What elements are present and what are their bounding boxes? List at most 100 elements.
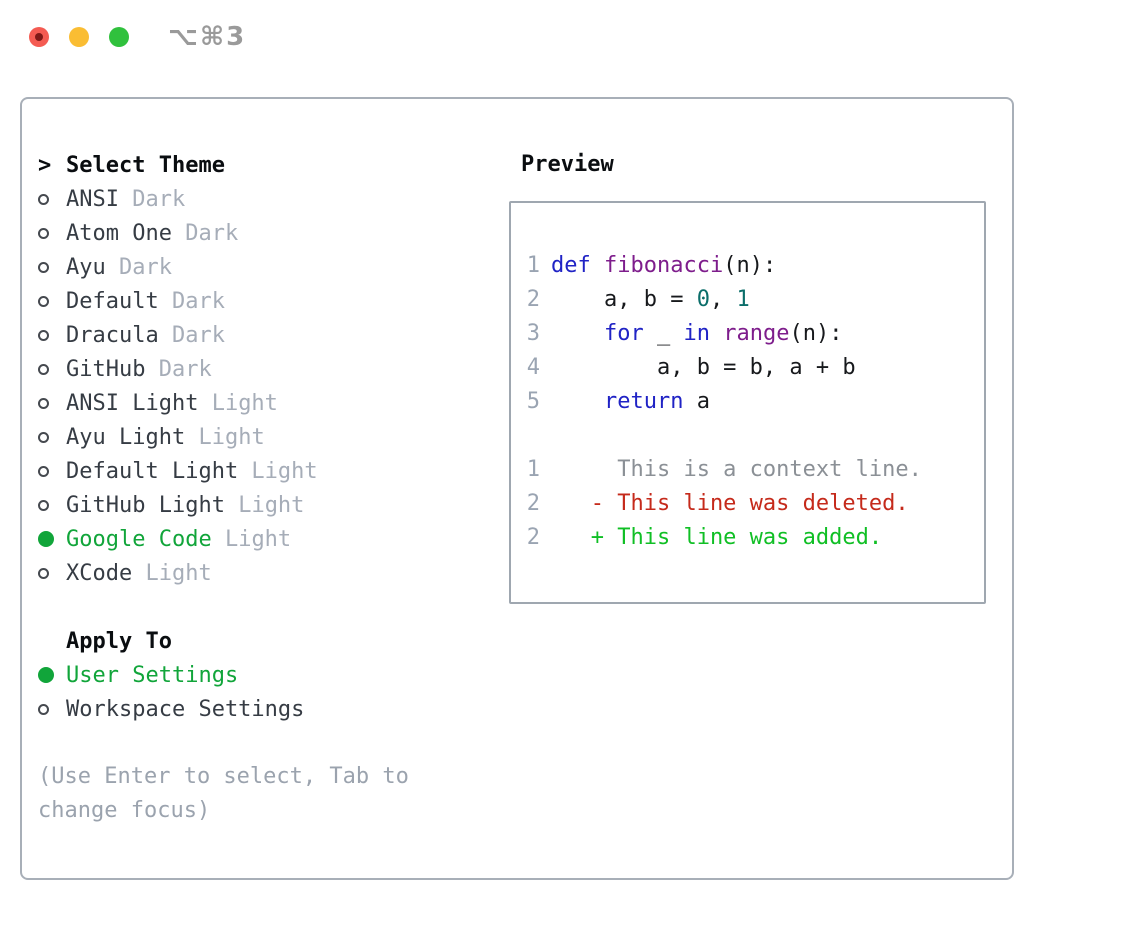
preview-title: Preview — [521, 152, 614, 177]
line-number: 3 — [526, 321, 540, 346]
token-plain: (n): — [723, 253, 777, 278]
line-number: 2 — [526, 491, 540, 516]
option-variant-label: Light — [224, 492, 305, 518]
theme-option-default[interactable]: Default Dark — [38, 284, 498, 318]
option-label: Ayu Light — [66, 424, 186, 450]
token-plain — [551, 389, 604, 414]
line-number: 4 — [526, 355, 540, 380]
apply-option-user-settings[interactable]: User Settings — [38, 658, 498, 692]
apply-to-title: Apply To — [66, 628, 172, 654]
theme-list-header: > Select Theme — [38, 148, 498, 182]
radio-icon — [38, 465, 66, 477]
token-plain: (n): — [789, 321, 843, 346]
token-function: fibonacci — [603, 253, 724, 278]
line-number — [526, 419, 540, 453]
record-dot-icon — [35, 33, 43, 41]
code-line: 1 This is a context line. — [526, 453, 984, 487]
radio-icon — [38, 329, 66, 341]
option-variant-label: Light — [132, 560, 212, 586]
line-number: 5 — [526, 389, 540, 414]
radio-icon — [38, 295, 66, 307]
token-deleted: - This line was deleted. — [551, 491, 909, 516]
option-label: Default — [66, 288, 159, 314]
token-keyword: in — [683, 321, 710, 346]
code-text: + This line was added. — [551, 521, 882, 555]
code-text: return a — [551, 385, 710, 419]
option-variant-label: Dark — [118, 186, 186, 212]
option-label: Default Light — [66, 458, 239, 484]
option-label: Ayu — [66, 254, 106, 280]
token-plain: , — [709, 287, 737, 312]
option-variant-label: Dark — [158, 288, 225, 314]
code-text: def fibonacci(n): — [551, 249, 776, 283]
code-line — [526, 419, 984, 453]
radio-icon — [38, 499, 66, 511]
traffic-lights — [29, 27, 129, 47]
window-title: ⌥⌘3 — [168, 22, 247, 52]
token-number: 1 — [736, 287, 750, 312]
option-variant-label: Dark — [145, 356, 212, 382]
line-number: 1 — [526, 253, 540, 278]
theme-option-ansi[interactable]: ANSI Dark — [38, 182, 498, 216]
theme-option-default-light[interactable]: Default Light Light — [38, 454, 498, 488]
option-label: ANSI Light — [66, 390, 199, 416]
option-label: Atom One — [66, 220, 172, 246]
code-text: a, b = b, a + b — [551, 351, 856, 385]
radio-icon — [38, 431, 66, 443]
code-line: 2 + This line was added. — [526, 521, 984, 555]
token-context: This is a context line. — [551, 457, 922, 482]
theme-option-ayu[interactable]: Ayu Dark — [38, 250, 498, 284]
spacer — [38, 726, 498, 760]
token-plain: a — [683, 389, 710, 414]
close-window-button[interactable] — [29, 27, 49, 47]
option-label: GitHub — [66, 356, 146, 382]
option-label: GitHub Light — [66, 492, 225, 518]
code-text: for _ in range(n): — [551, 317, 842, 351]
code-line: 5 return a — [526, 385, 984, 419]
theme-option-github[interactable]: GitHub Dark — [38, 352, 498, 386]
code-line: 4 a, b = b, a + b — [526, 351, 984, 385]
zoom-window-button[interactable] — [109, 27, 129, 47]
line-number: 2 — [526, 525, 540, 550]
theme-option-google-code[interactable]: Google Code Light — [38, 522, 498, 556]
theme-option-xcode[interactable]: XCode Light — [38, 556, 498, 590]
option-label: ANSI — [66, 186, 119, 212]
theme-option-ayu-light[interactable]: Ayu Light Light — [38, 420, 498, 454]
radio-icon — [38, 703, 66, 715]
radio-icon — [38, 397, 66, 409]
theme-option-dracula[interactable]: Dracula Dark — [38, 318, 498, 352]
theme-option-atom-one[interactable]: Atom One Dark — [38, 216, 498, 250]
theme-option-github-light[interactable]: GitHub Light Light — [38, 488, 498, 522]
token-plain: a, b = b, a + b — [551, 355, 856, 380]
option-label: Dracula — [66, 322, 159, 348]
radio-icon — [38, 227, 66, 239]
token-keyword: return — [603, 389, 684, 414]
code-text: This is a context line. — [551, 453, 922, 487]
token-keyword: def — [551, 253, 604, 278]
token-function: range — [723, 321, 790, 346]
option-label: Workspace Settings — [66, 696, 305, 722]
token-plain — [710, 321, 723, 346]
token-number: 0 — [696, 287, 710, 312]
radio-icon — [38, 363, 66, 375]
minimize-window-button[interactable] — [69, 27, 89, 47]
radio-icon — [38, 567, 66, 579]
radio-icon — [38, 261, 66, 273]
option-variant-label: Dark — [105, 254, 172, 280]
theme-list-title: Select Theme — [66, 152, 225, 178]
theme-option-ansi-light[interactable]: ANSI Light Light — [38, 386, 498, 420]
titlebar: ⌥⌘3 — [0, 0, 1140, 70]
option-label: User Settings — [66, 662, 239, 688]
apply-option-workspace-settings[interactable]: Workspace Settings — [38, 692, 498, 726]
option-variant-label: Light — [238, 458, 318, 484]
option-variant-label: Dark — [158, 322, 225, 348]
apply-to-header: Apply To — [38, 624, 498, 658]
token-plain: a, b = — [551, 287, 697, 312]
line-number: 1 — [526, 457, 540, 482]
code-line: 2 - This line was deleted. — [526, 487, 984, 521]
code-text: - This line was deleted. — [551, 487, 909, 521]
